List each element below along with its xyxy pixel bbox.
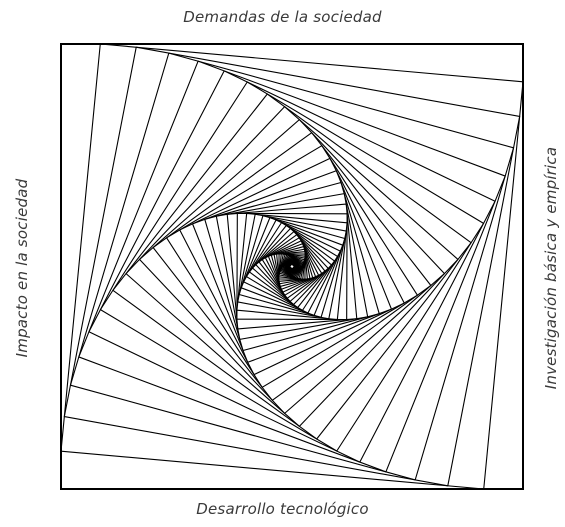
spiral-square-13	[192, 170, 393, 363]
spiral-square-6	[99, 81, 485, 452]
spiral-square-23	[245, 222, 339, 311]
spiral-square-30	[267, 243, 317, 290]
spiral-square-14	[204, 181, 380, 352]
spiral-square-7	[112, 93, 472, 440]
spiral-square-11	[166, 145, 418, 388]
spiral-square-58	[289, 263, 295, 270]
spiral-square-3	[69, 52, 515, 481]
spiral-square-31	[270, 246, 314, 287]
spiral-square-12	[179, 157, 405, 376]
spiral-square-19	[237, 213, 347, 320]
spiral-square-9	[138, 119, 446, 414]
spiral-square-35	[278, 253, 306, 280]
spiral-square-10	[152, 132, 432, 401]
label-desarrollo-tecnologico: Desarrollo tecnológico	[196, 500, 369, 518]
spiral-square-16	[226, 203, 358, 330]
spiral-square-24	[248, 224, 336, 309]
spiral-square-25	[252, 227, 332, 306]
spiral-square-4	[78, 60, 506, 473]
spiral-square-32	[273, 248, 311, 285]
spiral-square-5	[88, 70, 496, 463]
spiral-square-27	[258, 234, 326, 299]
spiral-square-29	[264, 240, 320, 293]
spiral-square-1	[60, 43, 524, 490]
spiral-square-2	[63, 46, 521, 487]
spiral-square-17	[236, 212, 348, 321]
spiral-square-26	[255, 231, 329, 302]
spiral-square-22	[243, 219, 341, 314]
spiral-lines	[60, 43, 524, 490]
spiral-square-28	[261, 237, 323, 296]
spiral-square-33	[276, 251, 308, 282]
outer-square-frame	[60, 43, 524, 490]
label-demandas-sociedad: Demandas de la sociedad	[183, 8, 382, 26]
spiral-square-20	[238, 215, 346, 318]
spiral-square-18	[236, 212, 348, 321]
spiral-square-21	[240, 217, 344, 316]
spiral-square-15	[215, 193, 369, 340]
spiral-square-34	[278, 253, 306, 280]
spiral-square-8	[125, 106, 459, 427]
